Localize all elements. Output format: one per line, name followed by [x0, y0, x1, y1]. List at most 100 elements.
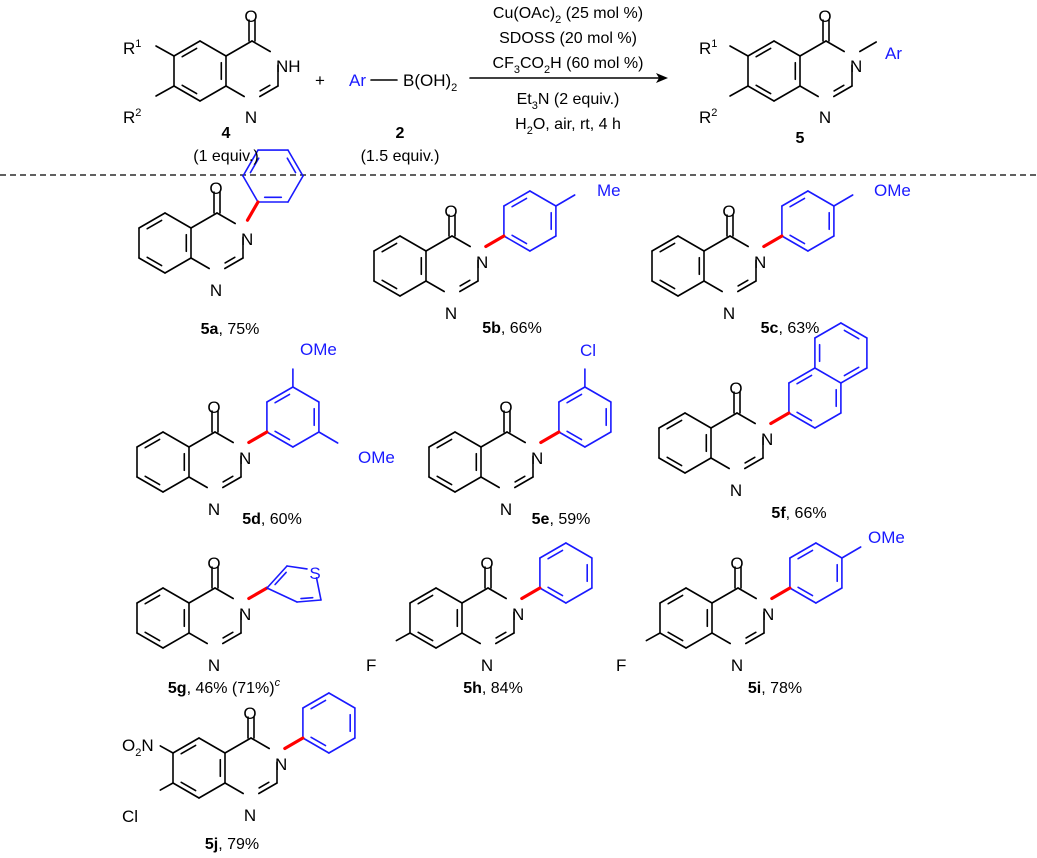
- bond-line: [555, 194, 576, 207]
- 5j-oxygen: O: [243, 704, 256, 723]
- bond-line: [651, 280, 679, 297]
- bond-line: [736, 280, 757, 293]
- bond-line-inner: [659, 279, 676, 290]
- bond-line-inner: [789, 234, 806, 245]
- bond-line: [799, 40, 827, 57]
- bond-line: [287, 149, 304, 177]
- bond-line: [199, 85, 227, 102]
- bond-line: [737, 587, 758, 600]
- 5j-nitro: O2N: [122, 736, 154, 759]
- product-number: 5: [796, 130, 805, 147]
- bond-line: [565, 587, 593, 604]
- bond-line: [461, 632, 482, 645]
- bond-line: [225, 85, 245, 98]
- new-c-n-bond: [247, 430, 269, 445]
- bond-line: [729, 235, 750, 248]
- 5h-fluoro: F: [366, 656, 376, 675]
- 5i-n1: N: [731, 656, 743, 675]
- bond-line: [225, 40, 253, 57]
- bond-line: [318, 431, 339, 444]
- bond-line-inner: [258, 781, 270, 789]
- bond-line: [266, 565, 288, 589]
- bond-line: [744, 632, 765, 645]
- bond-line: [155, 85, 175, 97]
- bond-line: [833, 194, 854, 207]
- bond-line: [428, 431, 456, 448]
- 5i-fluoro: F: [616, 656, 626, 675]
- 5b-oxygen: O: [444, 202, 457, 221]
- bond-line: [188, 431, 216, 448]
- 5d-methoxy-top: OMe: [300, 340, 337, 359]
- bond-line-inner: [180, 744, 197, 755]
- bond-line: [840, 322, 868, 339]
- bond-line: [159, 782, 174, 791]
- bond-line-inner: [511, 197, 528, 208]
- bond-line: [539, 542, 567, 559]
- bond-line: [565, 542, 593, 559]
- bond-line-inner: [547, 549, 564, 560]
- new-c-n-bond: [539, 430, 561, 445]
- bond-line: [558, 431, 586, 448]
- bond-line: [373, 235, 401, 252]
- bond-line: [222, 632, 242, 645]
- bond-line-inner: [797, 586, 814, 597]
- bond-line-inner: [222, 631, 234, 639]
- bond-line: [188, 476, 208, 489]
- condition-catalyst: Cu(OAc)2 (25 mol %): [493, 5, 643, 26]
- bond-line: [503, 190, 531, 207]
- bond-line: [328, 737, 356, 754]
- bond-line: [743, 457, 764, 470]
- bond-line: [825, 40, 846, 53]
- bond-line: [199, 40, 227, 57]
- bond-line: [292, 386, 320, 403]
- bond-line: [529, 235, 557, 252]
- bond-line-inner: [511, 234, 528, 245]
- bond-line: [584, 386, 612, 403]
- bond-line: [409, 587, 437, 604]
- bond-line: [789, 587, 817, 604]
- bond-line-inner: [495, 631, 507, 639]
- 5g-oxygen: O: [207, 554, 220, 573]
- bond-line: [458, 280, 479, 293]
- bond-line: [558, 386, 586, 403]
- bond-line: [710, 412, 738, 429]
- bond-line: [781, 190, 809, 207]
- reagent-number: 2: [396, 125, 405, 142]
- 5h-n1: N: [481, 656, 493, 675]
- substrate-r2: R2: [123, 107, 141, 127]
- bond-line: [480, 431, 508, 448]
- bond-line: [814, 322, 842, 339]
- bond-line-inner: [796, 411, 813, 422]
- bond-line: [480, 476, 501, 489]
- substrate-nitrogen: N: [245, 108, 257, 127]
- bond-line: [832, 85, 853, 98]
- 5d-methoxy-bottom: OMe: [358, 448, 395, 467]
- label-5i: 5i, 78%: [748, 680, 802, 697]
- bond-line: [257, 782, 278, 795]
- bond-line-inner: [274, 571, 287, 586]
- bond-line: [399, 235, 427, 252]
- bond-line-inner: [381, 242, 398, 253]
- plus-sign: +: [315, 71, 325, 90]
- bond-line-inner: [417, 594, 434, 605]
- bond-line: [451, 235, 472, 248]
- bond-line: [428, 476, 456, 493]
- product-r2: R2: [699, 107, 717, 127]
- reagent-boronic: B(OH)2: [403, 71, 457, 94]
- condition-acid: CF3CO2H (60 mol %): [493, 55, 644, 76]
- bond-line: [710, 457, 731, 470]
- bond-line: [296, 599, 322, 603]
- new-c-n-bond: [520, 586, 542, 601]
- bond-line: [729, 45, 749, 57]
- 5f-n3: N: [761, 430, 773, 449]
- 5e-n1: N: [500, 500, 512, 519]
- bond-line-inner: [566, 393, 583, 404]
- bond-line-inner: [436, 475, 453, 486]
- bond-line-inner: [789, 197, 806, 208]
- bond-line: [164, 257, 192, 274]
- bond-line-inner: [755, 47, 772, 58]
- 5b-n1: N: [445, 304, 457, 323]
- bond-line: [190, 257, 210, 270]
- bond-line: [224, 737, 252, 754]
- bond-line: [302, 737, 330, 754]
